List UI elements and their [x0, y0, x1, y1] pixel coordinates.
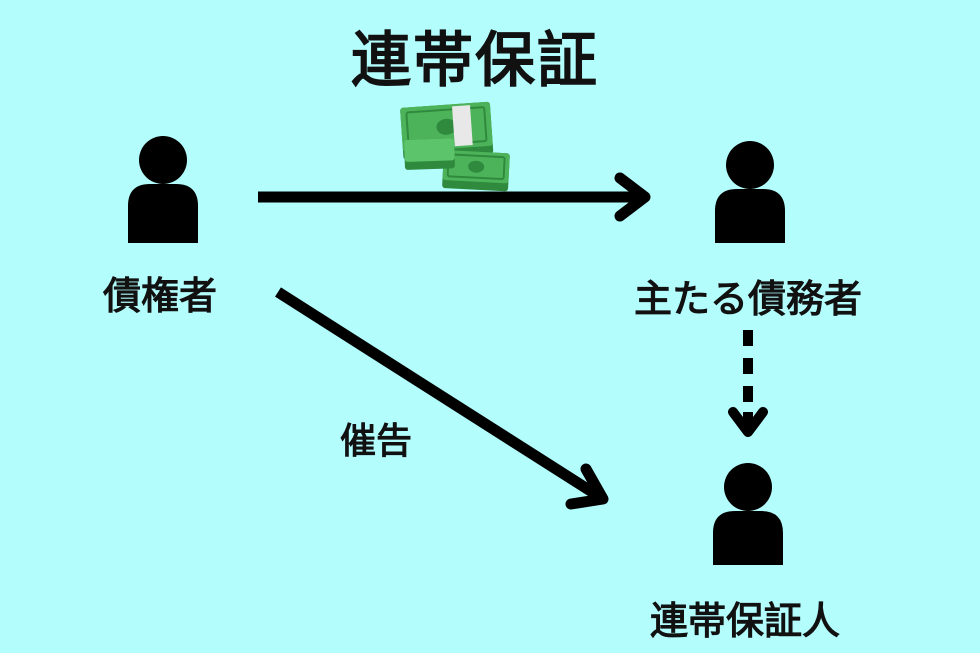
joint-guarantor-label: 連帯保証人: [649, 599, 841, 643]
principal-debtor-label: 主たる債務者: [633, 277, 863, 321]
guarantor-person-icon: [713, 463, 783, 565]
diagram-title: 連帯保証: [351, 26, 599, 96]
demand-label: 催告: [339, 421, 413, 462]
debtor-person-icon: [715, 141, 785, 243]
dotted-arrow: [728, 330, 768, 437]
demand-arrow: [275, 287, 609, 510]
cash-stack-icon: [400, 101, 510, 192]
loan-arrow: [258, 172, 651, 222]
creditor-person-icon: [128, 136, 198, 243]
creditor-label: 債権者: [102, 274, 218, 318]
